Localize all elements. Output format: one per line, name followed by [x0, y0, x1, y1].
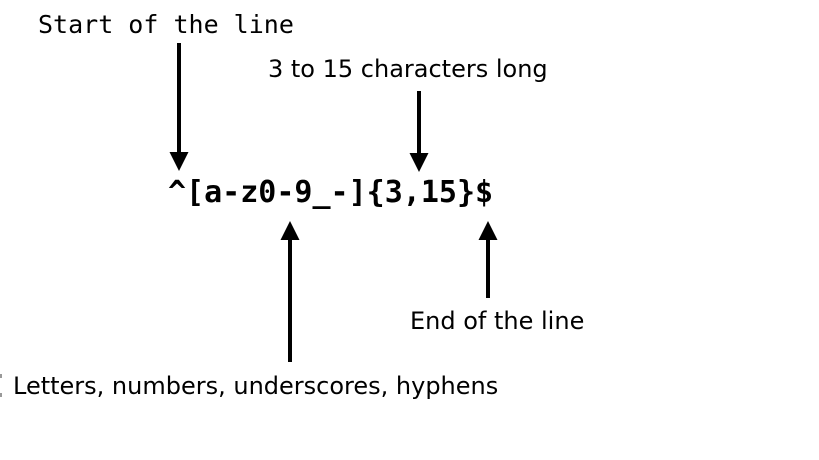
arrow-up-end-icon — [478, 221, 498, 298]
edge-artifact — [0, 393, 2, 397]
arrow-down-length-icon — [409, 91, 429, 172]
edge-artifact — [0, 374, 2, 378]
annotation-character-length: 3 to 15 characters long — [268, 55, 548, 83]
annotation-start-of-line: Start of the line — [38, 10, 294, 39]
arrow-up-charset-icon — [280, 221, 300, 362]
annotation-charset: Letters, numbers, underscores, hyphens — [13, 372, 499, 400]
arrow-down-start-icon — [169, 43, 189, 171]
regex-pattern-text: ^[a-z0-9_-]{3,15}$ — [168, 175, 494, 210]
annotation-end-of-line: End of the line — [410, 307, 585, 335]
